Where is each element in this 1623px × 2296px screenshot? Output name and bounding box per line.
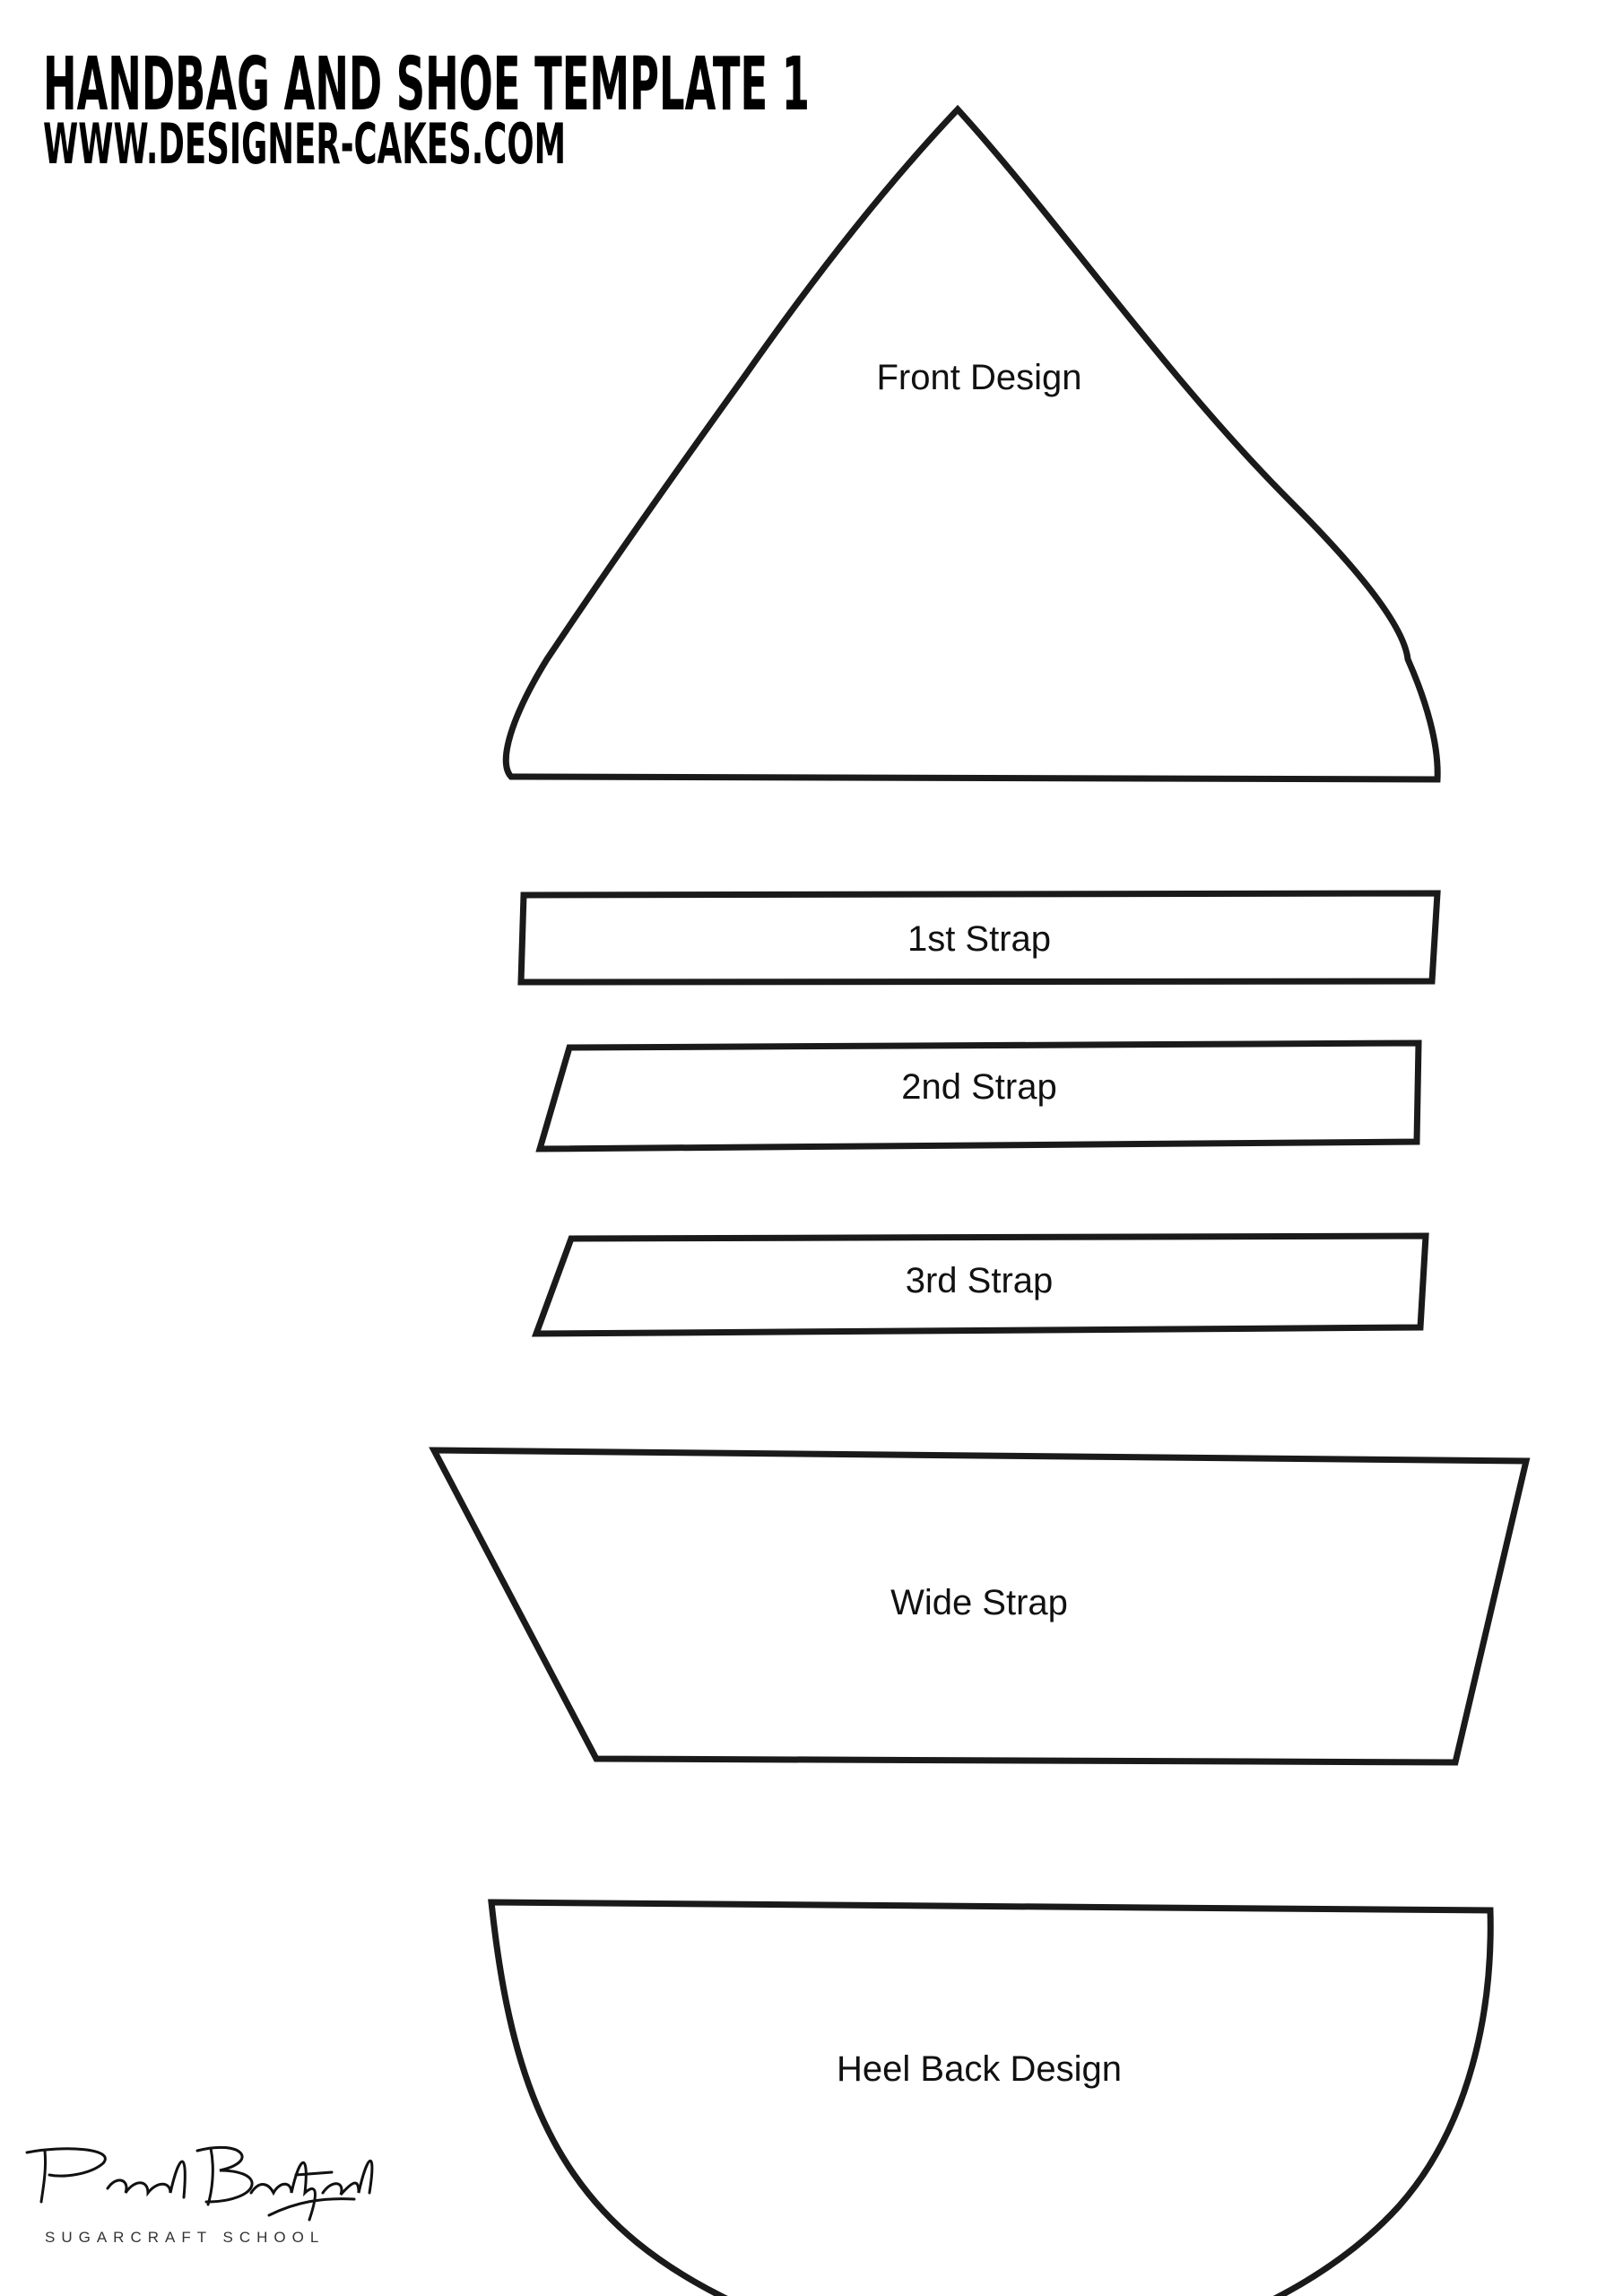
heel-back-design-piece: Heel Back Design bbox=[488, 1899, 1494, 2296]
front-design-piece: Front Design bbox=[502, 104, 1441, 783]
third-strap-label: 3rd Strap bbox=[906, 1261, 1054, 1300]
front-design-label: Front Design bbox=[877, 358, 1082, 397]
first-strap-piece: 1st Strap bbox=[517, 890, 1441, 986]
second-strap-label: 2nd Strap bbox=[901, 1067, 1056, 1107]
wide-strap-label: Wide Strap bbox=[890, 1583, 1068, 1622]
wide-strap-piece: Wide Strap bbox=[429, 1447, 1531, 1766]
first-strap-label: 1st Strap bbox=[907, 919, 1051, 959]
page-title: HANDBAG AND SHOE TEMPLATE 1 bbox=[43, 42, 810, 127]
logo-subtitle: SUGARCRAFT SCHOOL bbox=[45, 2229, 325, 2246]
third-strap-piece: 3rd Strap bbox=[531, 1232, 1429, 1337]
website-url: WWW.DESIGNER-CAKES.COM bbox=[43, 111, 566, 177]
paul-bradford-logo: SUGARCRAFT SCHOOL bbox=[25, 2145, 374, 2246]
heel-back-design-label: Heel Back Design bbox=[837, 2049, 1122, 2089]
second-strap-piece: 2nd Strap bbox=[535, 1039, 1422, 1152]
signature bbox=[25, 2145, 374, 2222]
